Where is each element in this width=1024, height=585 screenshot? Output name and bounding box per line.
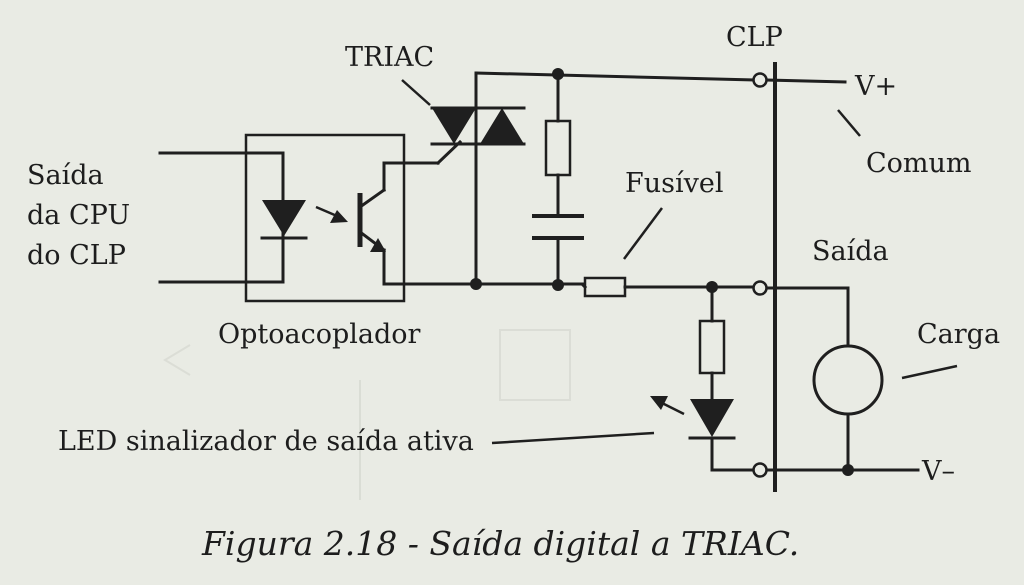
clp-terminals (752, 72, 768, 478)
opto-led-diode (260, 200, 308, 240)
triac-label: TRIAC (345, 42, 434, 73)
saida-label: Saída (812, 236, 889, 267)
terminal-output (752, 280, 768, 296)
load-symbol (812, 344, 884, 416)
carga-label: Carga (917, 319, 1000, 350)
optocoupler-box (244, 133, 406, 303)
led-label-pointer (491, 431, 655, 445)
opto-light-arrow (315, 205, 348, 223)
indicator-led-branch (650, 285, 756, 472)
triac-symbol (430, 71, 756, 286)
clp-label: CLP (726, 22, 783, 53)
fusivel-label: Fusível (625, 168, 723, 199)
fuse (580, 276, 627, 298)
v-minus-label: V– (921, 456, 955, 487)
terminal-common (752, 72, 768, 88)
led-series-resistor (698, 319, 726, 375)
snubber-rc-network (532, 71, 584, 287)
v-plus-wire (765, 78, 847, 84)
optoacoplador-label: Optoacoplador (218, 319, 421, 350)
terminal-v-minus (752, 462, 768, 478)
indicator-led-diode (690, 399, 734, 437)
v-plus-label: V+ (854, 71, 897, 102)
carga-label-pointer (901, 364, 958, 380)
top-rail-wire (474, 71, 756, 82)
cpu-output-label-line3: do CLP (27, 240, 126, 271)
junction-dots (470, 68, 854, 476)
cpu-output-label-line1: Saída (27, 160, 104, 191)
led-indicator-label: LED sinalizador de saída ativa (58, 426, 474, 457)
triac-gate-lead (435, 139, 463, 166)
optocoupler (158, 133, 440, 303)
snubber-resistor (544, 119, 572, 177)
phototransistor (357, 161, 440, 286)
triac-label-pointer (401, 79, 431, 106)
bleed-through-background (163, 329, 571, 500)
comum-label: Comum (866, 148, 972, 179)
fuse-label-pointer (622, 207, 664, 260)
cpu-output-label-line2: da CPU (27, 200, 130, 231)
comum-label-pointer (837, 109, 861, 137)
indicator-led-light-arrow (650, 396, 685, 416)
figure-caption: Figura 2.18 - Saída digital a TRIAC. (201, 524, 799, 563)
